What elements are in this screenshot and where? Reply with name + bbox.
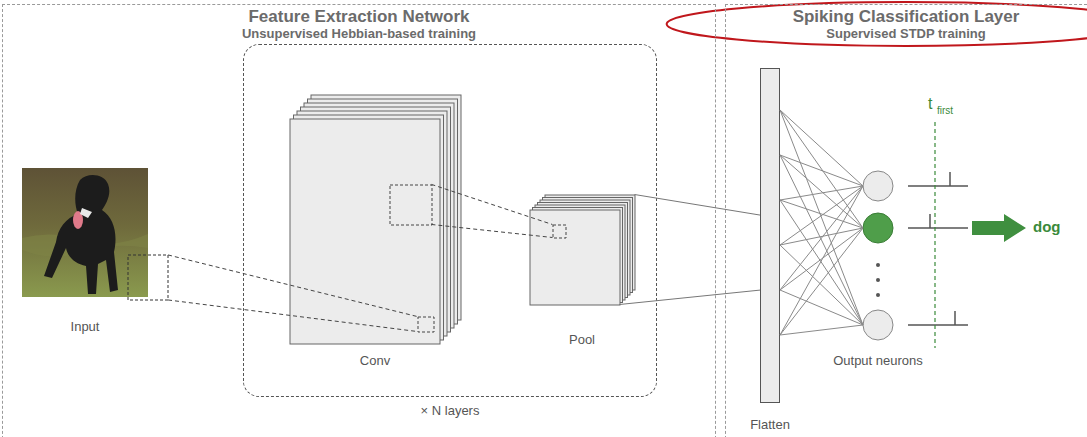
connector-line — [780, 110, 863, 186]
connector-line — [780, 110, 863, 228]
node-label: Pool — [569, 332, 595, 347]
time-subscript: first — [937, 106, 953, 116]
connector-line — [780, 110, 863, 325]
spike-train — [908, 214, 968, 228]
panel-subtitle: Unsupervised Hebbian-based training — [3, 26, 715, 41]
neuron — [863, 213, 893, 243]
connector-line — [780, 325, 863, 335]
feature-map — [290, 119, 440, 344]
panel-subtitle: Supervised STDP training — [726, 26, 1086, 41]
pool-stack: Pool — [530, 195, 635, 305]
connector-line — [780, 155, 863, 325]
connector — [619, 195, 760, 305]
dog-body — [44, 175, 118, 294]
connector-line — [780, 186, 863, 245]
node-label: × N layers — [421, 403, 480, 418]
panel-title: Spiking Classification Layer — [726, 7, 1086, 26]
dog-photo — [22, 168, 148, 297]
connector-line — [168, 300, 418, 332]
spike-train — [908, 311, 968, 325]
node-label: Output neurons — [833, 353, 923, 368]
connector-line — [780, 186, 863, 290]
photo-ground — [22, 168, 148, 297]
connector-line — [780, 200, 863, 325]
neuron — [863, 171, 893, 201]
neuron-column — [863, 171, 893, 341]
input-image: Input — [22, 168, 148, 297]
time-symbol: t — [928, 96, 932, 112]
ellipsis-dot — [876, 278, 880, 282]
connector-line — [431, 184, 552, 224]
receptive-field — [128, 255, 168, 300]
connector-line — [168, 255, 418, 317]
connector-line — [635, 195, 761, 216]
spike-trains — [908, 172, 968, 325]
section-panel: Feature Extraction NetworkUnsupervised H… — [2, 4, 716, 437]
connector-line — [431, 224, 552, 237]
panel-title: Feature Extraction Network — [3, 7, 715, 26]
output-neurons: Output neurons — [863, 171, 893, 341]
connector-line — [780, 228, 863, 245]
connector-line — [780, 186, 863, 200]
spike-train — [908, 172, 968, 186]
connector — [431, 184, 552, 237]
class-label: dog — [1033, 219, 1061, 234]
connector — [168, 255, 418, 332]
prediction-arrow — [972, 214, 1026, 242]
connector-line — [780, 186, 863, 335]
dog-collar — [80, 208, 92, 218]
pooled-map-stack — [530, 195, 635, 305]
first-spike-time-line — [934, 122, 935, 348]
layer-group: × N layersConvPool — [243, 44, 657, 397]
pooled-map — [530, 210, 620, 305]
panel-heading: Feature Extraction NetworkUnsupervised H… — [3, 7, 715, 41]
connector-line — [780, 155, 863, 228]
section-panel: Spiking Classification LayerSupervised S… — [725, 4, 1087, 437]
connector-line — [780, 200, 863, 228]
connector — [780, 110, 863, 335]
ellipsis-dot — [876, 293, 880, 297]
ellipsis-dot — [876, 263, 880, 267]
receptive-field — [390, 185, 432, 225]
node-label: Input — [71, 319, 100, 334]
node-label: Flatten — [750, 417, 790, 432]
node-label: Conv — [360, 353, 390, 368]
receptive-field — [553, 225, 566, 238]
panel-heading: Spiking Classification LayerSupervised S… — [726, 7, 1086, 41]
receptive-field — [418, 317, 434, 332]
neuron — [863, 310, 893, 340]
connector-line — [619, 290, 760, 304]
flatten-layer: Flatten — [760, 68, 780, 403]
connector-line — [780, 228, 863, 335]
highlight-ellipse — [667, 2, 1087, 46]
